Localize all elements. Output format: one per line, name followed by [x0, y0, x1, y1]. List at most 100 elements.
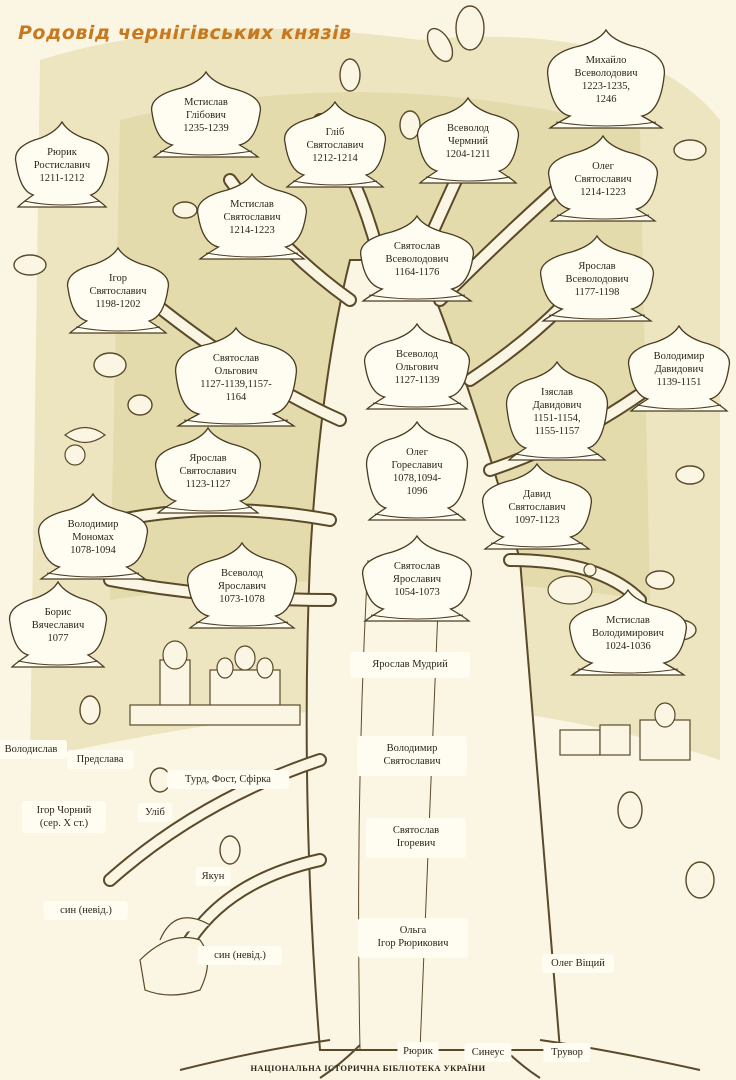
person-node-line: Всеволод: [221, 568, 263, 579]
label-box: [397, 1042, 439, 1061]
person-node-line: Святославич: [89, 286, 147, 297]
trunk-label-line: Ігоревич: [396, 838, 436, 849]
name-label-ruryk: Рюрик: [403, 1045, 433, 1058]
person-node-line: Мстислав: [230, 199, 274, 210]
person-node-line: 1139-1151: [656, 377, 702, 388]
label-box: [197, 946, 283, 965]
person-node-line: Святославич: [223, 212, 281, 223]
name-label-line: Олег Віщий: [551, 958, 605, 969]
person-node-line: 1214-1223: [229, 225, 275, 236]
name-label-line: Трувор: [551, 1047, 583, 1058]
person-node-line: 1127-1139,1157-: [200, 379, 272, 390]
trunk-label-yaroslav-mudryi: Ярослав Мудрий: [372, 658, 447, 671]
trunk-label-line: Святославич: [383, 756, 441, 767]
person-node-line: 1164-1176: [394, 267, 440, 278]
person-node-line: 1204-1211: [445, 149, 491, 160]
trunk-label-line: Святослав: [392, 825, 440, 836]
person-node-line: Святославич: [574, 174, 632, 185]
name-label-truvor: Трувор: [551, 1046, 583, 1059]
label-box: [464, 1043, 512, 1062]
name-label-syneus: Синеус: [472, 1046, 505, 1059]
trunk-label-line: Ярослав Мудрий: [372, 659, 448, 670]
name-label-ulib: Уліб: [145, 806, 165, 819]
person-node-line: Вячеславич: [31, 620, 85, 631]
label-box: [67, 750, 133, 769]
name-label-line: Ігор Чорний: [36, 805, 92, 816]
person-node-line: Святослав: [212, 353, 260, 364]
person-node-line: Ярослав: [189, 453, 227, 464]
person-node-line: Володимир: [67, 519, 119, 530]
person-node-line: Гліб: [325, 127, 345, 138]
person-node-line: Всеволодович: [565, 274, 629, 285]
person-node-line: 1123-1127: [185, 479, 231, 490]
person-node-line: Давидович: [532, 400, 582, 411]
person-node-line: 1177-1198: [574, 287, 620, 298]
person-node-line: 1223-1235,: [581, 81, 631, 92]
person-node-line: Мономах: [72, 532, 114, 543]
person-node-line: 1077: [47, 633, 69, 644]
name-label-syn-nevid-2: син (невід.): [214, 949, 266, 962]
person-node-line: 1096: [406, 486, 428, 497]
person-node-line: Чермний: [447, 136, 489, 147]
person-node-line: Олег: [406, 447, 428, 458]
person-node-line: Святославич: [179, 466, 237, 477]
label-box: [195, 867, 231, 886]
person-node-line: Мстислав: [184, 97, 228, 108]
label-box: [0, 740, 67, 759]
person-node-line: Ігор: [108, 273, 128, 284]
person-node-line: Ростиславич: [33, 160, 91, 171]
trunk-label-line: Ігор Рюрикович: [377, 938, 449, 949]
person-node-line: Ярославич: [217, 581, 267, 592]
person-node-line: 1151-1154,: [533, 413, 581, 424]
person-node-line: Михайло: [585, 55, 627, 66]
person-node-line: Ізяслав: [540, 387, 573, 398]
person-node-line: Святослав: [393, 561, 441, 572]
trunk-label-box: [350, 652, 470, 678]
person-node-line: Святославич: [508, 502, 566, 513]
name-label-line: Якун: [201, 871, 225, 882]
label-box: [543, 1043, 591, 1062]
person-node-line: Мстислав: [606, 615, 650, 626]
name-label-line: Турд, Фост, Сфірка: [185, 774, 271, 785]
name-label-predslava: Предслава: [77, 753, 124, 766]
person-node-line: Давид: [523, 489, 551, 500]
label-box: [167, 770, 289, 789]
name-label-line: син (невід.): [214, 950, 266, 961]
name-label-yakun: Якун: [202, 870, 225, 883]
person-node-line: Ольгович: [214, 366, 258, 377]
label-box: [137, 803, 173, 822]
trunk-label-box: [357, 736, 467, 776]
name-label-turd-fost-sfirka: Турд, Фост, Сфірка: [185, 773, 271, 786]
person-node-line: Володимир: [653, 351, 705, 362]
person-node-line: Ольгович: [395, 362, 439, 373]
person-node-line: Всеволод: [447, 123, 489, 134]
person-node-line: 1097-1123: [514, 515, 560, 526]
person-node-line: 1127-1139: [394, 375, 440, 386]
person-node-line: Рюрик: [47, 147, 77, 158]
person-node-line: 1214-1223: [580, 187, 626, 198]
person-node-line: Глібович: [186, 110, 226, 121]
person-node-line: Всеволод: [396, 349, 438, 360]
trunk-label-line: Ольга: [399, 925, 427, 936]
name-label-igor-chornyi: Ігор Чорний(сер. X ст.): [37, 804, 92, 830]
person-node-line: 1211-1212: [39, 173, 85, 184]
person-node-line: 1078,1094-: [392, 473, 442, 484]
person-node-line: Святослав: [393, 241, 441, 252]
person-node-line: 1054-1073: [394, 587, 440, 598]
person-node-line: 1155-1157: [534, 426, 580, 437]
